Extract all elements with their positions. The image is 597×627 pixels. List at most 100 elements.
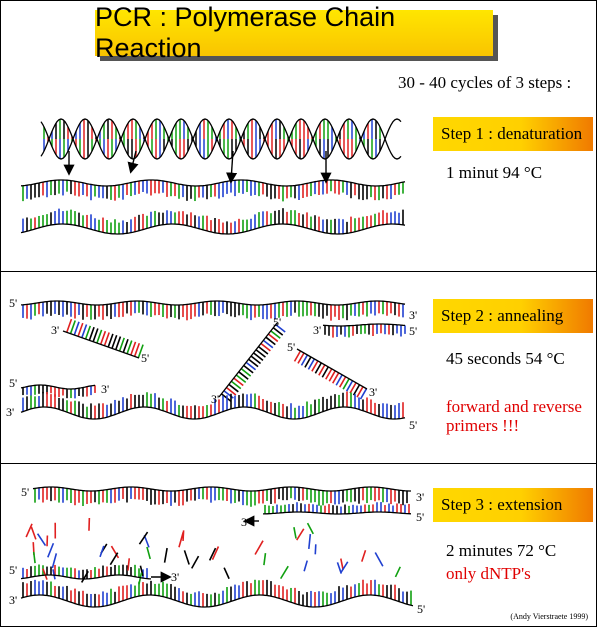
label-5prime: 5' bbox=[9, 376, 17, 390]
primer-fragment-left-base bbox=[96, 329, 103, 344]
label-5prime: 5' bbox=[9, 563, 17, 577]
dntp bbox=[138, 572, 143, 585]
primer-fragment-right-base bbox=[304, 356, 312, 368]
primer-fragment-right-base bbox=[356, 386, 364, 398]
primer-fragment-right-base bbox=[338, 376, 347, 388]
dntp bbox=[110, 545, 120, 559]
dntp bbox=[223, 567, 230, 580]
step3-label: Step 3 : extension bbox=[441, 495, 563, 514]
primer-fragment-left-base bbox=[115, 336, 122, 351]
primer-fragment-left-base bbox=[111, 334, 118, 349]
label-3prime: 3' bbox=[6, 405, 14, 419]
dntp bbox=[99, 545, 105, 558]
dntp bbox=[340, 561, 349, 573]
dntp bbox=[80, 570, 89, 583]
label-5prime: 5' bbox=[21, 485, 29, 499]
label-5prime: 5' bbox=[409, 324, 417, 338]
primer-fragment-left-base bbox=[84, 325, 92, 340]
label-3prime: 3' bbox=[171, 570, 179, 584]
primer-fragment-right-base bbox=[335, 374, 343, 386]
label-3prime: 3' bbox=[211, 392, 219, 406]
separator-2 bbox=[1, 463, 596, 464]
label-3prime: 3' bbox=[409, 308, 417, 322]
primer-fragment-diag-base bbox=[255, 349, 266, 358]
primer-fragment-diag-base bbox=[223, 390, 234, 399]
denature-arrow bbox=[225, 150, 238, 184]
primer-fragment-right-base bbox=[311, 360, 319, 372]
primer-fragment-right-base bbox=[345, 380, 354, 392]
primer-fragment-right-base bbox=[297, 352, 305, 364]
primer-fragment-diag-base bbox=[265, 336, 276, 346]
primer-fragment-right-base bbox=[352, 384, 361, 396]
primer-fragment-diag-base bbox=[230, 380, 242, 390]
dntp bbox=[127, 558, 131, 571]
step3-note: only dNTP's bbox=[446, 564, 531, 583]
step2-note: forward and reverse primers !!! bbox=[446, 397, 582, 435]
primer-fragment-diag-base bbox=[238, 371, 249, 380]
primer-fragment-left-base bbox=[73, 321, 80, 336]
label-3prime: 3' bbox=[51, 323, 59, 337]
title-text: PCR : Polymerase Chain Reaction bbox=[95, 2, 396, 63]
primer-forward-backbone bbox=[20, 384, 96, 390]
primer-fragment-diag-base bbox=[260, 342, 271, 352]
primer-fragment-left-base bbox=[103, 332, 110, 346]
label-3prime: 3' bbox=[241, 515, 249, 529]
label-3prime: 3' bbox=[369, 385, 377, 399]
dntp bbox=[254, 540, 264, 555]
label-3prime: 3' bbox=[313, 323, 321, 337]
dntp bbox=[293, 527, 297, 539]
primer-fragment-right-base bbox=[307, 358, 316, 370]
dntp bbox=[340, 558, 344, 570]
primer-fragment-diag-base bbox=[220, 393, 232, 402]
template-top-backbone bbox=[20, 300, 406, 306]
dntp bbox=[52, 569, 56, 580]
step1-label: Step 1 : denaturation bbox=[441, 124, 583, 143]
dntp bbox=[25, 523, 33, 538]
dntp bbox=[279, 565, 289, 580]
dntp bbox=[143, 534, 150, 548]
dntp bbox=[51, 553, 58, 569]
dntp bbox=[42, 568, 48, 580]
primer-fragment-left-base bbox=[107, 333, 114, 348]
primer-fragment-right-base bbox=[321, 366, 329, 378]
dntp bbox=[146, 546, 151, 560]
primer-fragment-diag-base bbox=[253, 352, 264, 361]
primer-fragment-right-base bbox=[314, 362, 323, 374]
primer-fragment-diag-base bbox=[243, 364, 254, 374]
dntp bbox=[32, 551, 36, 564]
primer-fragment-left-base bbox=[92, 328, 99, 342]
dntp bbox=[191, 555, 200, 569]
step2-banner: Step 2 : annealing bbox=[433, 299, 593, 333]
label-5prime: 5' bbox=[409, 418, 417, 432]
denatured-top-backbone bbox=[20, 179, 406, 187]
primer-fragment-right-base bbox=[300, 354, 309, 366]
primer-fragment-diag-base bbox=[257, 345, 269, 355]
primer-fragment-left-base bbox=[81, 324, 88, 338]
step1-condition: 1 minut 94 °C bbox=[446, 163, 543, 182]
ext-new-bottom-backbone bbox=[20, 574, 152, 580]
step1-banner: Step 1 : denaturation bbox=[433, 117, 593, 151]
dntp bbox=[296, 528, 305, 541]
dntp bbox=[138, 531, 149, 545]
dntp bbox=[208, 547, 217, 561]
title-banner: PCR : Polymerase Chain Reaction bbox=[95, 2, 493, 63]
dntp bbox=[36, 533, 47, 546]
helix-strand-a bbox=[40, 118, 402, 160]
ext-new-top-backbone bbox=[263, 511, 412, 515]
label-5prime: 5' bbox=[141, 351, 149, 365]
step3-condition: 2 minutes 72 °C bbox=[446, 541, 557, 560]
primer-fragment-diag-base bbox=[250, 355, 262, 365]
primer-fragment-diag-base bbox=[272, 327, 284, 336]
primer-fragment-diag-base bbox=[240, 368, 252, 377]
primer-fragment-left-base bbox=[66, 318, 73, 333]
primer-fragment-left-base bbox=[99, 330, 107, 345]
primer-fragment-left-backbone bbox=[62, 330, 140, 359]
dntp bbox=[47, 542, 55, 558]
primer-fragment-right-base bbox=[293, 350, 302, 362]
cycles-subtitle: 30 - 40 cycles of 3 steps : bbox=[398, 73, 572, 92]
separator-1 bbox=[1, 271, 596, 272]
primer-fragment-right-base bbox=[318, 364, 326, 376]
label-5prime: 5' bbox=[9, 296, 17, 310]
ext-template-top-backbone bbox=[32, 486, 411, 492]
